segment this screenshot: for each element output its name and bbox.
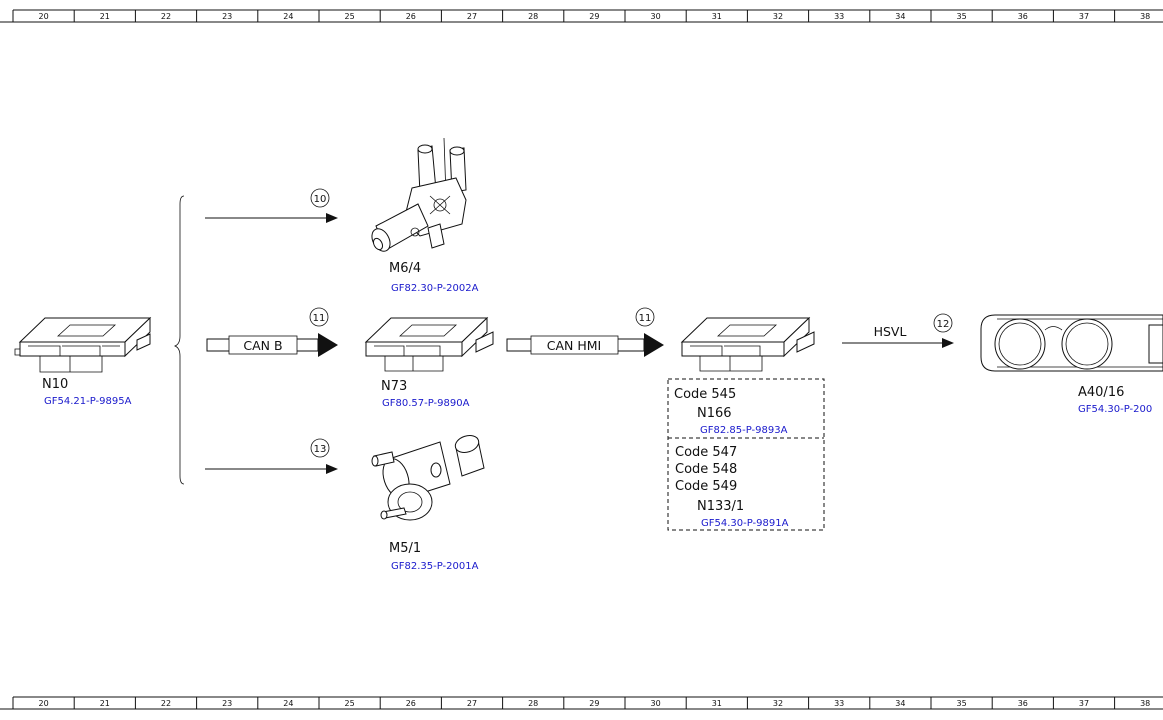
ruler-top-number: 24: [283, 12, 293, 21]
connection-bottom-arrow: [205, 464, 338, 474]
connection-top-arrow: [205, 213, 338, 223]
n73-control-unit-illustration: [364, 316, 494, 372]
ruler-top-number: 31: [712, 12, 722, 21]
n166-code: Code 545: [674, 387, 736, 402]
ruler-top-number: 34: [895, 12, 905, 21]
ruler-top-number: 21: [100, 12, 110, 21]
branch-brace: [173, 195, 185, 485]
n166-ref-link[interactable]: GF82.85-P-9893A: [700, 425, 788, 436]
ruler-bottom-number: 35: [957, 699, 967, 708]
ruler-bottom-number: 23: [222, 699, 232, 708]
ruler-bottom-number: 36: [1018, 699, 1028, 708]
ruler-top-number: 30: [651, 12, 661, 21]
connection-middle-number-badge: 11: [309, 307, 329, 327]
ruler-bottom-number: 31: [712, 699, 722, 708]
code-variant-box: [667, 378, 825, 531]
ruler-top-number: 20: [39, 12, 49, 21]
grid-ruler-top: 20 21 22 23 24 25 26 27 28 29 30 31 32 33 34 35 36 37 38: [0, 9, 1163, 23]
ruler-bottom-number: 32: [773, 699, 783, 708]
n10-label: N10: [42, 377, 68, 392]
ruler-bottom-number: 20: [39, 699, 49, 708]
n73-label: N73: [381, 379, 407, 394]
n166-n133-control-unit-illustration: [680, 316, 815, 372]
ruler-top-number: 28: [528, 12, 538, 21]
ruler-top-number: 26: [406, 12, 416, 21]
n133-1-label: N133/1: [697, 499, 744, 514]
ruler-top-number: 36: [1018, 12, 1028, 21]
connection-hsvl-number: 12: [937, 319, 950, 330]
a40-16-label: A40/16: [1078, 385, 1124, 400]
ruler-top-number: 37: [1079, 12, 1089, 21]
connection-top-number: 10: [314, 194, 327, 205]
connection-bottom-number-badge: 13: [310, 438, 330, 458]
a40-16-ref-link[interactable]: GF54.30-P-200: [1078, 404, 1152, 415]
ruler-top-number: 33: [834, 12, 844, 21]
ruler-bottom-number: 37: [1079, 699, 1089, 708]
ruler-top-number: 32: [773, 12, 783, 21]
m5-1-label: M5/1: [389, 541, 421, 556]
n133-code-549: Code 549: [675, 479, 737, 494]
can-hmi-bus-label: CAN HMI: [547, 338, 601, 353]
m5-1-ref-link[interactable]: GF82.35-P-2001A: [391, 561, 479, 572]
connection-hsvl-number-badge: 12: [933, 313, 953, 333]
ruler-bottom-number: 24: [283, 699, 293, 708]
m6-4-wiper-motor-illustration: [371, 137, 467, 252]
ruler-top-number: 38: [1140, 12, 1150, 21]
ruler-top-number: 27: [467, 12, 477, 21]
n133-code-548: Code 548: [675, 462, 737, 477]
connection-middle-number: 11: [313, 313, 326, 324]
ruler-bottom-number: 30: [651, 699, 661, 708]
n166-label: N166: [697, 406, 732, 421]
ruler-top-number: 35: [957, 12, 967, 21]
connection-bottom-number: 13: [314, 444, 327, 455]
n133-1-ref-link[interactable]: GF54.30-P-9891A: [701, 518, 789, 529]
can-b-bus-label: CAN B: [243, 338, 282, 353]
ruler-bottom-number: 29: [589, 699, 599, 708]
n10-ref-link[interactable]: GF54.21-P-9895A: [44, 396, 132, 407]
ruler-bottom-number: 28: [528, 699, 538, 708]
connection-hmi-number: 11: [639, 313, 652, 324]
n133-code-547: Code 547: [675, 445, 737, 460]
n73-ref-link[interactable]: GF80.57-P-9890A: [382, 398, 470, 409]
ruler-bottom-number: 34: [895, 699, 905, 708]
ruler-bottom-number: 33: [834, 699, 844, 708]
ruler-top-number: 23: [222, 12, 232, 21]
grid-ruler-bottom: 20 21 22 23 24 25 26 27 28 29 30 31 32 33 34 35 36 37 38: [0, 696, 1163, 710]
ruler-bottom-number: 27: [467, 699, 477, 708]
can-b-bus-arrow: CAN B: [206, 333, 338, 357]
n10-control-unit-illustration: [14, 316, 152, 373]
connection-top-number-badge: 10: [310, 188, 330, 208]
ruler-top-number: 22: [161, 12, 171, 21]
can-hmi-bus-arrow: CAN HMI: [506, 333, 664, 357]
ruler-bottom-number: 25: [345, 699, 355, 708]
connection-hmi-number-badge: 11: [635, 307, 655, 327]
hsvl-arrow: [842, 338, 954, 348]
m6-4-ref-link[interactable]: GF82.30-P-2002A: [391, 283, 479, 294]
ruler-bottom-number: 21: [100, 699, 110, 708]
hsvl-bus-label: HSVL: [874, 324, 907, 339]
ruler-bottom-number: 22: [161, 699, 171, 708]
ruler-bottom-number: 26: [406, 699, 416, 708]
ruler-top-number: 25: [345, 12, 355, 21]
m6-4-label: M6/4: [389, 261, 421, 276]
a40-16-instrument-cluster-illustration: [980, 314, 1163, 372]
ruler-top-number: 29: [589, 12, 599, 21]
m5-1-washer-pump-illustration: [371, 435, 485, 521]
ruler-bottom-number: 38: [1140, 699, 1150, 708]
